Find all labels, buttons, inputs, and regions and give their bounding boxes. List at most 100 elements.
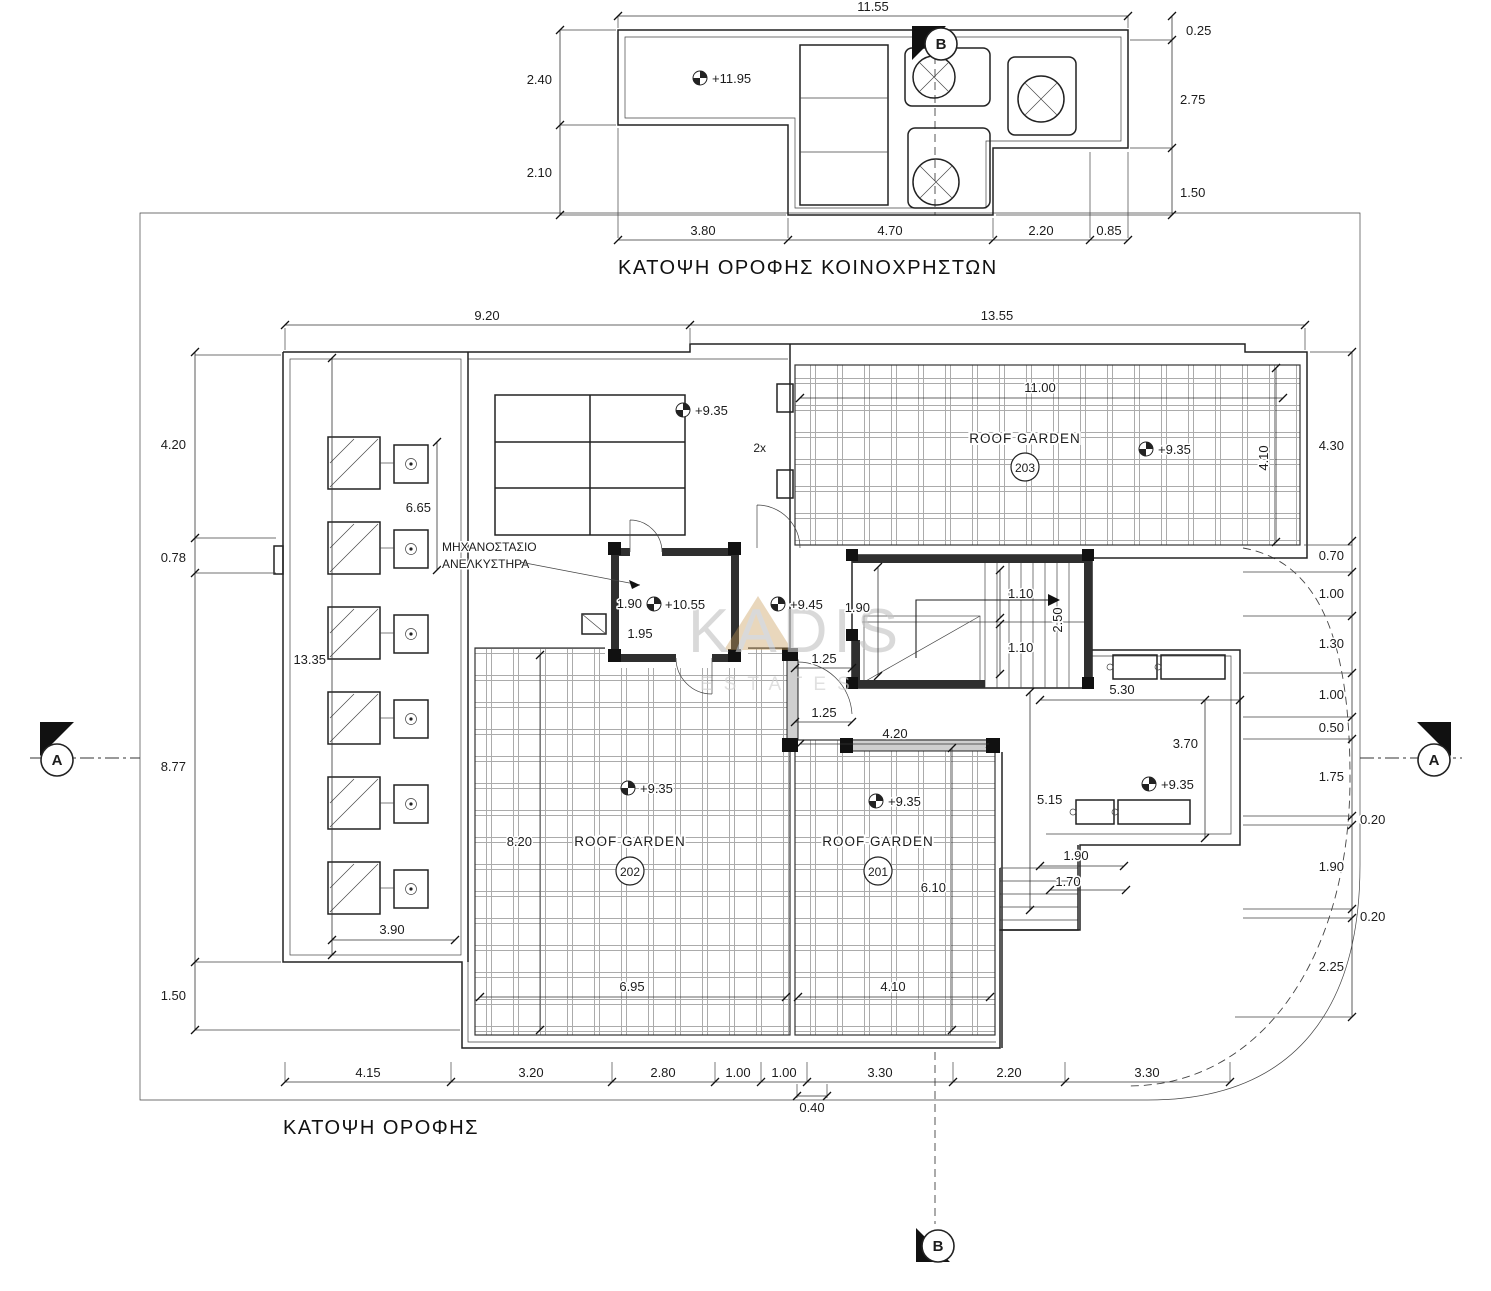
dim-upper-left1: 2.40 — [527, 72, 552, 87]
label-rg201: ROOF GARDEN — [822, 834, 934, 849]
label-rg202: ROOF GARDEN — [574, 834, 686, 849]
section-letter-a-left: A — [52, 752, 63, 769]
dim-main-bottom7: 2.20 — [996, 1065, 1021, 1080]
watermark: KADIS ESTATES — [688, 596, 904, 695]
building-outline-top — [283, 343, 1308, 559]
section-marker-a-left: A — [40, 722, 74, 777]
section-letter-a-right: A — [1429, 752, 1440, 769]
watermark-name: KADIS — [688, 597, 904, 666]
wall-notch — [273, 545, 284, 575]
label-machine-room-line1: ΜΗΧΑΝΟΣΤΑΣΙΟ — [442, 540, 537, 554]
dim-flight2: 1.10 — [1008, 640, 1033, 655]
room-number-203: 203 — [1015, 461, 1035, 475]
dim-upper-left2: 2.10 — [527, 165, 552, 180]
watermark-triangle — [724, 596, 792, 650]
dim-stair-width: 1.90 — [845, 600, 870, 615]
dim-terrace-height: 5.15 — [1037, 792, 1062, 807]
section-marker-a-right: A — [1417, 722, 1451, 777]
dim-main-bottom4: 1.00 — [725, 1065, 750, 1080]
vent-2 — [776, 469, 794, 499]
section-letter-b-bottom: B — [933, 1238, 944, 1255]
stair-direction-arrow — [1048, 594, 1060, 606]
room-number-201: 201 — [868, 865, 888, 879]
leader-arrow — [629, 580, 640, 589]
room-number-circle-201 — [863, 856, 893, 886]
dim-main-top1: 9.20 — [474, 308, 499, 323]
level-rg203: +9.35 — [1158, 442, 1191, 457]
titles: ΚΑΤΟΨΗ ΟΡΟΦΗΣ ΚΟΙΝΟΧΡΗΣΤΩΝ ΚΑΤΟΨΗ ΟΡΟΦΗΣ — [283, 257, 998, 1139]
dim-upper-topright: 0.25 — [1186, 23, 1211, 38]
level-skylight: +9.35 — [695, 403, 728, 418]
dim-main-bottom1: 4.15 — [355, 1065, 380, 1080]
dim-main-left3: 8.77 — [161, 759, 186, 774]
dim-main-right4: 1.30 — [1319, 636, 1344, 651]
dim-upper-right2: 1.50 — [1180, 185, 1205, 200]
upper-plan: +11.95 11.55 0.25 2.40 2.10 2.75 1.50 3.… — [525, 0, 1213, 245]
dim-rg203-width: 11.00 — [1024, 380, 1056, 395]
dim-main-right11: 2.25 — [1319, 959, 1344, 974]
dim-main-left4: 1.50 — [161, 988, 186, 1003]
landing-door — [756, 504, 801, 549]
dim-flight1: 1.10 — [1008, 586, 1033, 601]
dim-main-right10: 0.20 — [1360, 909, 1385, 924]
title-upper-plan: ΚΑΤΟΨΗ ΟΡΟΦΗΣ ΚΟΙΝΟΧΡΗΣΤΩΝ — [618, 257, 998, 279]
dim-rg202-height: 8.20 — [507, 834, 532, 849]
roof-garden-201-area — [794, 739, 996, 1036]
dim-rg203-height: 4.10 — [1256, 445, 1271, 470]
room-number-circle-203 — [1010, 452, 1040, 482]
label-rg203: ROOF GARDEN — [969, 431, 1081, 446]
dim-upper-right1: 2.75 — [1180, 92, 1205, 107]
dim-bench-width: 5.30 — [1109, 682, 1134, 697]
dim-gap2: 1.25 — [811, 705, 836, 720]
dim-main-bottom8: 3.30 — [1134, 1065, 1159, 1080]
dim-main-right7: 1.75 — [1319, 769, 1344, 784]
dim-upper-bottom3: 2.20 — [1028, 223, 1053, 238]
level-symbol — [692, 70, 708, 86]
section-marker-b-bottom: B — [916, 1228, 955, 1263]
dim-main-right6: 0.50 — [1319, 720, 1344, 735]
level-terrace: +9.35 — [1161, 777, 1194, 792]
dim-terrace-step: 1.70 — [1055, 874, 1080, 889]
dim-main-bottom6: 3.30 — [867, 1065, 892, 1080]
dim-main-bottom5: 1.00 — [771, 1065, 796, 1080]
dim-main-left2: 0.78 — [161, 550, 186, 565]
dim-main-bottom3: 2.80 — [650, 1065, 675, 1080]
dim-gap1: 1.25 — [811, 651, 836, 666]
dim-upper-bottom1: 3.80 — [690, 223, 715, 238]
section-letter-b-top: B — [936, 36, 947, 53]
dim-main-top2: 13.55 — [981, 308, 1014, 323]
dim-upper-bottom4: 0.85 — [1096, 223, 1121, 238]
left-wing-inner — [289, 358, 462, 956]
dim-main-bottom9: 0.40 — [799, 1100, 824, 1115]
level-machine: +10.55 — [665, 597, 705, 612]
room-number-circle-202 — [615, 856, 645, 886]
dim-main-left1: 4.20 — [161, 437, 186, 452]
dim-upper-top: 11.55 — [857, 0, 889, 14]
dim-rg201-width: 4.10 — [880, 979, 905, 994]
dim-bench-depth: 3.70 — [1173, 736, 1198, 751]
room-labels: ROOF GARDEN 203 ROOF GARDEN 202 ROOF GAR… — [441, 429, 1082, 886]
roof-garden-202-area — [474, 647, 791, 1036]
vent-1 — [776, 383, 794, 413]
dim-main-right9: 1.90 — [1319, 859, 1344, 874]
dim-rg202-width: 6.95 — [619, 979, 644, 994]
upper-plan-dimensions: 11.55 0.25 2.40 2.10 2.75 1.50 3.80 4.70… — [525, 0, 1213, 245]
level-rg201: +9.35 — [888, 794, 921, 809]
dim-main-bottom2: 3.20 — [518, 1065, 543, 1080]
level-landing: +9.45 — [790, 597, 823, 612]
right-terrace — [999, 654, 1226, 931]
watermark-sub: ESTATES — [700, 674, 861, 695]
elevator-machine-room — [581, 519, 748, 695]
label-machine-room-line2: ΑΝΕΛΚΥΣΤΗΡΑ — [442, 557, 529, 571]
section-markers: A A B B — [40, 26, 1451, 1263]
label-vents: 2x — [753, 441, 766, 455]
dim-main-right5: 1.00 — [1319, 687, 1344, 702]
level-markers: +9.35 +9.35 +10.55 +9.45 +9.35 +9.35 +9.… — [620, 402, 1195, 811]
dim-wing: 13.35 — [293, 652, 326, 667]
dim-stair-depth: 2.50 — [1050, 607, 1065, 632]
roof-panel-array — [799, 44, 889, 206]
stair-core — [846, 549, 1094, 689]
water-heater-tanks — [904, 47, 1077, 209]
main-plan — [273, 343, 1308, 1049]
